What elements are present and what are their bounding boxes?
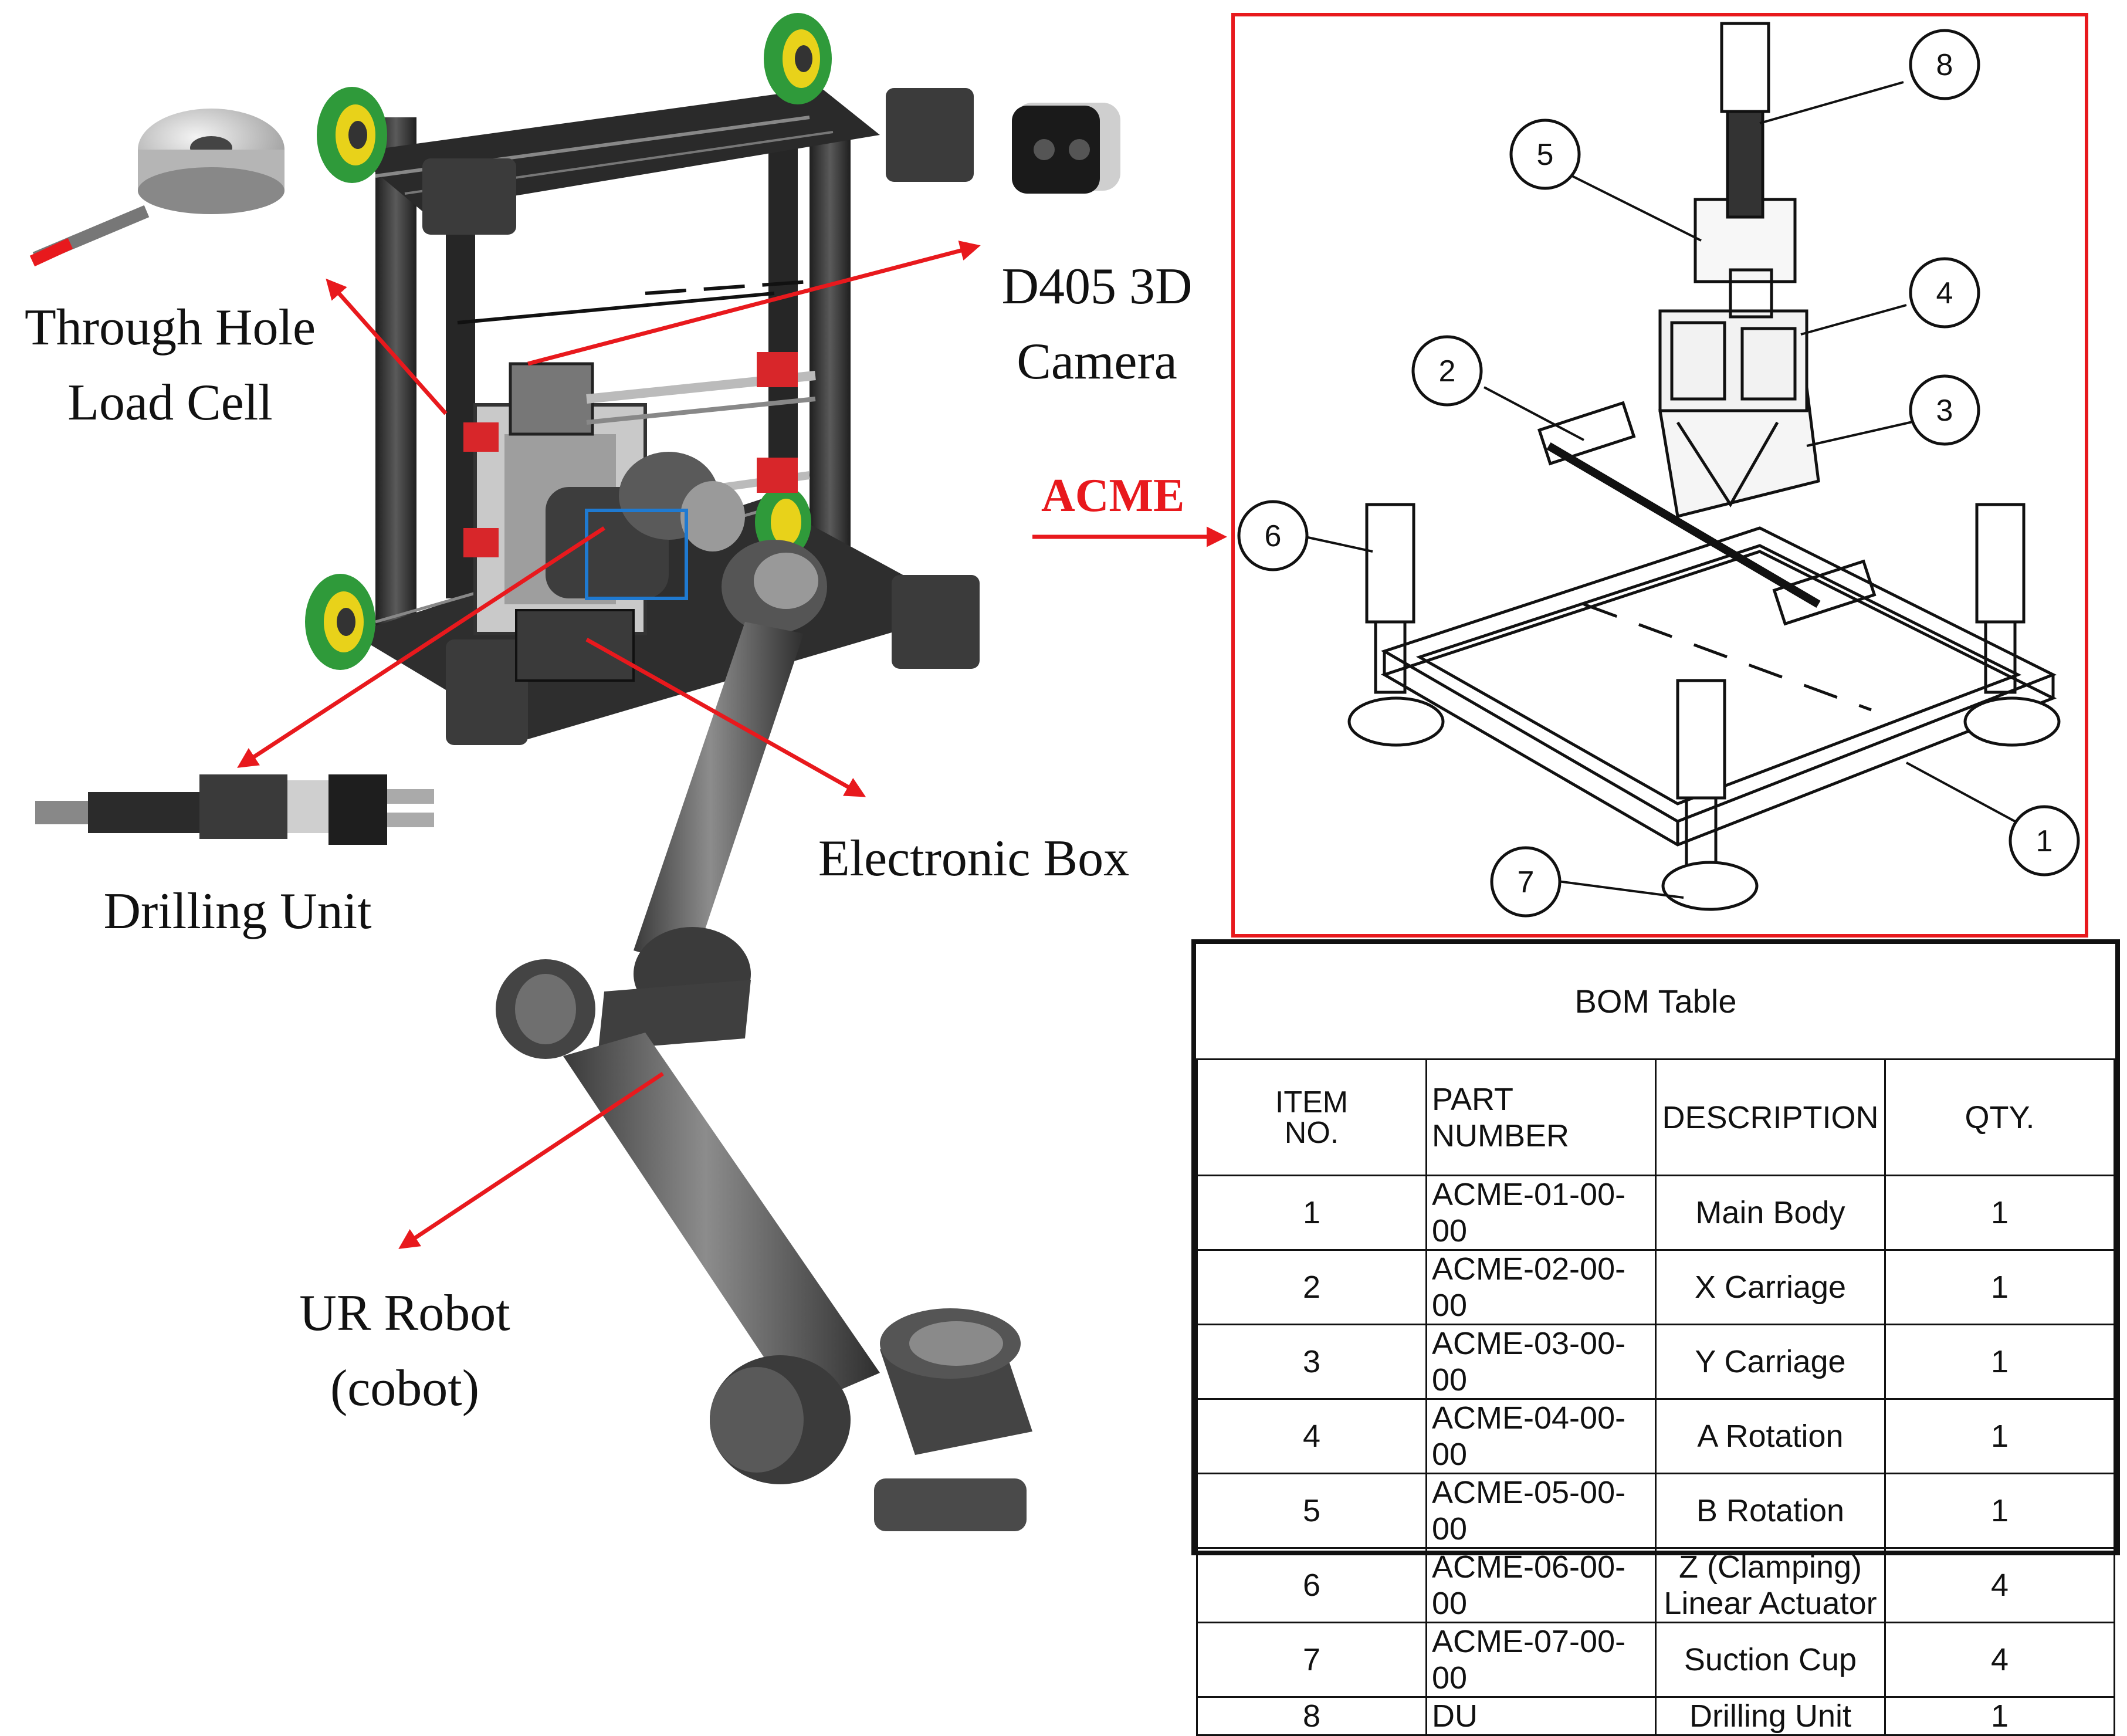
drilling-unit-label: Drilling Unit: [103, 883, 372, 940]
camera-label-line1: D405 3D: [1001, 258, 1193, 315]
balloon-6-label: 6: [1265, 519, 1282, 553]
bom-cell-description: A Rotation: [1655, 1398, 1886, 1474]
bom-header-item-line1: ITEM: [1275, 1085, 1349, 1119]
acme-line-drawing: [1347, 22, 2061, 911]
arrow-ur-robot: [398, 1072, 664, 1249]
bom-cell-description: B Rotation: [1655, 1473, 1886, 1549]
arrow-load-cell: [326, 278, 448, 415]
bom-cell-description: X Carriage: [1655, 1249, 1886, 1325]
bom-cell-item: 7: [1196, 1622, 1427, 1698]
camera-label-line2: Camera: [1017, 333, 1177, 390]
bom-cell-qty: 1: [1884, 1324, 2115, 1400]
bom-header-item-line2: NO.: [1284, 1115, 1339, 1150]
balloon-5-label: 5: [1537, 138, 1554, 172]
acme-label: ACME: [1041, 470, 1185, 522]
ur-robot-label: UR Robot (cobot): [270, 1276, 540, 1426]
table-row: 2 ACME-02-00-00 X Carriage 1: [1196, 1249, 2115, 1325]
wheel-top-left: [317, 87, 387, 183]
bom-cell-qty: 4: [1884, 1622, 2115, 1698]
bom-header-qty: QTY.: [1884, 1058, 2115, 1176]
bom-cell-item: 1: [1196, 1175, 1427, 1251]
bom-cell-qty: 1: [1884, 1696, 2115, 1736]
bom-cell-part: ACME-04-00-00: [1425, 1398, 1657, 1474]
table-row: 3 ACME-03-00-00 Y Carriage 1: [1196, 1324, 2115, 1400]
table-row: 5 ACME-05-00-00 B Rotation 1: [1196, 1473, 2115, 1549]
bom-cell-part: ACME-02-00-00: [1425, 1249, 1657, 1325]
bom-cell-qty: 1: [1884, 1473, 2115, 1549]
spindle-drill: [546, 452, 745, 600]
balloon-6: 6: [1237, 500, 1309, 571]
bom-cell-description: Main Body: [1655, 1175, 1886, 1251]
bom-cell-description: Z (Clamping) Linear Actuator: [1655, 1547, 1886, 1623]
balloon-8: 8: [1909, 29, 1980, 100]
camera-label: D405 3D Camera: [980, 249, 1214, 399]
electronic-box-shape: [515, 609, 635, 682]
bom-title: BOM Table: [1197, 944, 2115, 1060]
arrow-electronic-box: [585, 637, 866, 797]
bom-cell-qty: 1: [1884, 1249, 2115, 1325]
bom-header-description: DESCRIPTION: [1655, 1058, 1886, 1176]
bom-cell-part: DU: [1425, 1696, 1657, 1736]
bom-cell-part: ACME-01-00-00: [1425, 1175, 1657, 1251]
bom-cell-qty: 1: [1884, 1398, 2115, 1474]
bom-cell-item: 6: [1196, 1547, 1427, 1623]
table-row: 6 ACME-06-00-00 Z (Clamping) Linear Actu…: [1196, 1547, 2115, 1623]
load-cell-label-line2: Load Cell: [67, 374, 273, 431]
load-cell-label: Through Hole Load Cell: [6, 290, 334, 440]
bom-header-row: ITEM NO. PART NUMBER DESCRIPTION QTY.: [1196, 1058, 2115, 1176]
table-row: 4 ACME-04-00-00 A Rotation 1: [1196, 1398, 2115, 1474]
bom-cell-item: 3: [1196, 1324, 1427, 1400]
wheel-bottom-left: [305, 574, 375, 670]
electronic-box-label: Electronic Box: [818, 830, 1130, 887]
balloon-4-label: 4: [1936, 276, 1953, 310]
table-row: 1 ACME-01-00-00 Main Body 1: [1196, 1175, 2115, 1251]
drilling-unit-image: [35, 774, 434, 845]
bom-cell-part: ACME-05-00-00: [1425, 1473, 1657, 1549]
bom-cell-item: 4: [1196, 1398, 1427, 1474]
balloon-3-label: 3: [1936, 394, 1953, 428]
bom-cell-description: Suction Cup: [1655, 1622, 1886, 1698]
balloon-3: 3: [1909, 374, 1980, 446]
bom-cell-part: ACME-07-00-00: [1425, 1622, 1657, 1698]
balloon-1-label: 1: [2036, 824, 2053, 858]
d405-camera-image: [1012, 103, 1120, 194]
balloon-5: 5: [1509, 119, 1581, 190]
ur-robot-label-line1: UR Robot: [299, 1285, 510, 1342]
bom-table-grid: BOM Table ITEM NO. PART NUMBER DESCRIPTI…: [1196, 944, 2115, 1736]
balloon-2: 2: [1411, 335, 1483, 407]
bom-cell-item: 8: [1196, 1696, 1427, 1736]
load-cell-image: [29, 109, 284, 267]
balloon-4: 4: [1909, 257, 1980, 329]
bom-cell-part: ACME-06-00-00: [1425, 1547, 1657, 1623]
assembly-diagram: 1 2 3 4 5 6 7 8: [29, 13, 2088, 1531]
bom-table: BOM Table ITEM NO. PART NUMBER DESCRIPTI…: [1191, 939, 2120, 1736]
load-cell-label-line1: Through Hole: [24, 299, 316, 356]
arrow-camera: [527, 241, 981, 366]
bom-cell-qty: 1: [1884, 1175, 2115, 1251]
balloon-1: 1: [2009, 805, 2080, 877]
arrow-drilling-unit: [237, 526, 605, 768]
table-row: 8 DU Drilling Unit 1: [1196, 1696, 2115, 1736]
ur-robot-label-line2: (cobot): [330, 1359, 480, 1417]
bom-cell-item: 2: [1196, 1249, 1427, 1325]
bom-cell-part: ACME-03-00-00: [1425, 1324, 1657, 1400]
bom-header-item: ITEM NO.: [1196, 1058, 1427, 1176]
balloon-7-label: 7: [1518, 865, 1535, 899]
acme-detail-frame: [1231, 13, 2088, 938]
wheel-top-right: [764, 13, 832, 104]
balloon-8-label: 8: [1936, 48, 1953, 82]
table-row: 7 ACME-07-00-00 Suction Cup 4: [1196, 1622, 2115, 1698]
ur-robot-arm: [496, 540, 1032, 1531]
balloon-7: 7: [1490, 846, 1562, 918]
bom-header-part: PART NUMBER: [1425, 1058, 1657, 1176]
balloon-2-label: 2: [1439, 354, 1456, 388]
balloon-leaders: [1305, 81, 2016, 899]
bom-cell-description: Y Carriage: [1655, 1324, 1886, 1400]
bom-cell-item: 5: [1196, 1473, 1427, 1549]
bom-cell-qty: 4: [1884, 1547, 2115, 1623]
bom-cell-description: Drilling Unit: [1655, 1696, 1886, 1736]
